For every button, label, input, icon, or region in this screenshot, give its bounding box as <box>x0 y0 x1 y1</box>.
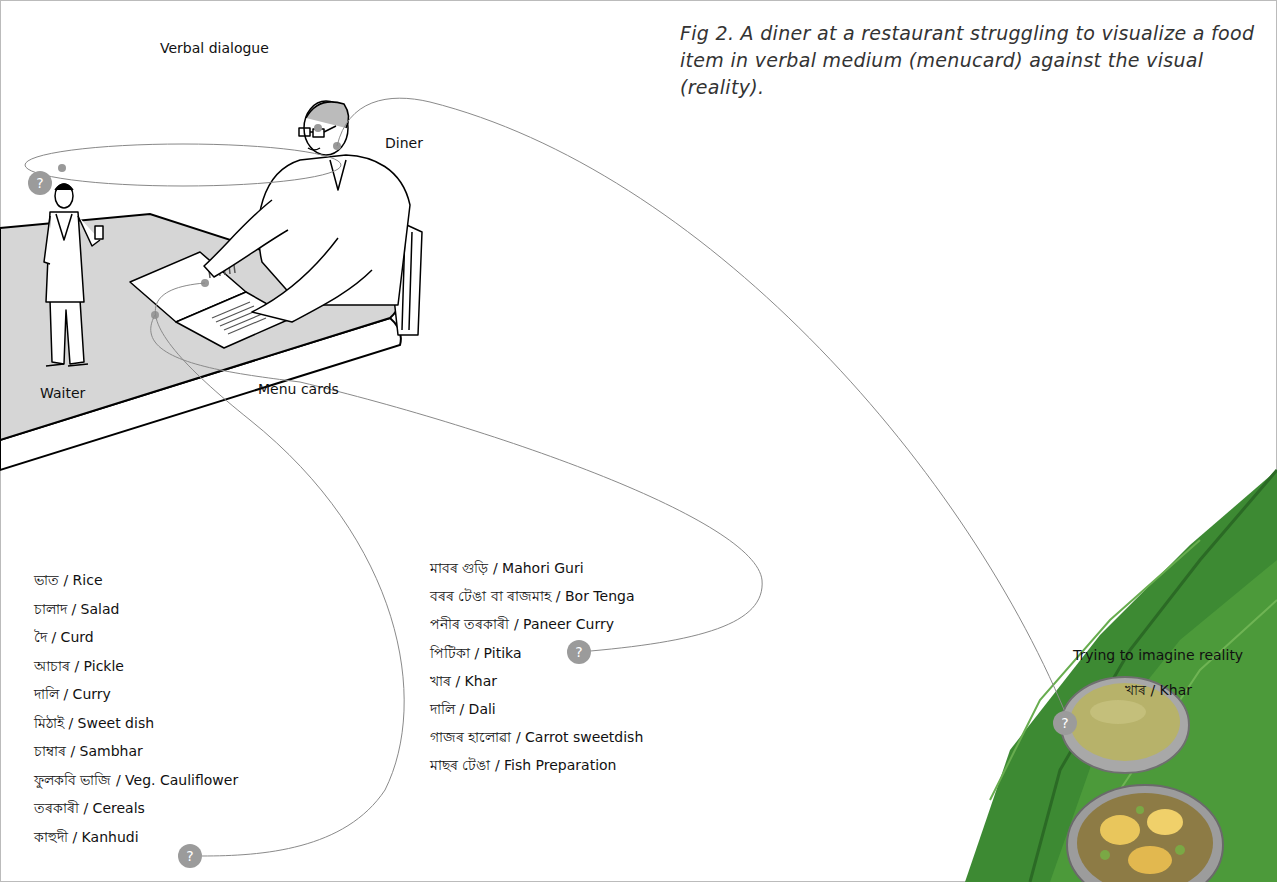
annotation-label: Waiter <box>40 383 85 403</box>
menu-item: মাছৰ টেঙা / Fish Preparation <box>430 755 616 775</box>
leader-lines <box>151 98 1065 856</box>
marker-circle-shape <box>178 844 202 868</box>
marker-text: ? <box>28 171 52 195</box>
menu-item: ভাত / Rice <box>34 570 103 590</box>
menu-item: গাজৰ হালোৱা / Carrot sweetdish <box>430 727 643 747</box>
marker-circle-shape <box>567 640 591 664</box>
menu-item: পিটিকা / Pitika <box>430 643 521 663</box>
question-marker: ? <box>178 844 202 868</box>
menu-item: চাম্বাৰ / Sambhar <box>34 741 143 761</box>
marker-text: ? <box>1053 711 1077 735</box>
food-photo <box>965 470 1277 882</box>
marker-circle-shape <box>1053 711 1077 735</box>
menu-item: ফুলকবি ভাজি / Veg. Cauliflower <box>34 770 238 790</box>
menu-item: মিঠাই / Sweet dish <box>34 713 154 733</box>
menu-item: আচাৰ / Pickle <box>34 656 124 676</box>
menu-item: মাবৰ গুড়ি / Mahori Guri <box>430 558 584 578</box>
menu-item: তৰকাৰী / Cereals <box>34 798 145 818</box>
menu-item: দালি / Curry <box>34 684 111 704</box>
menu-item: খাৰ / Khar <box>1125 680 1192 700</box>
marker-text: ? <box>178 844 202 868</box>
question-marker: ? <box>1053 711 1077 735</box>
menu-item: দৈ / Curd <box>34 627 94 647</box>
menu-item: দালি / Dali <box>430 699 496 719</box>
annotation-label: Trying to imagine reality <box>1073 645 1243 665</box>
annotation-label: Diner <box>385 133 423 153</box>
menu-item: কাহুদী / Kanhudi <box>34 827 139 847</box>
question-marker: ? <box>567 640 591 664</box>
dialogue-loop <box>25 124 341 319</box>
marker-text: ? <box>567 640 591 664</box>
menu-item: বৰৰ টেঙা বা ৰাজমাহ / Bor Tenga <box>430 586 634 606</box>
waiter-figure <box>44 184 103 366</box>
marker-circle-shape <box>28 171 52 195</box>
annotation-label: Verbal dialogue <box>160 38 269 58</box>
menu-item: চালাদ / Salad <box>34 599 119 619</box>
diner-figure <box>204 101 422 335</box>
menu-item: পনীৰ তৰকাৰী / Paneer Curry <box>430 614 614 634</box>
question-marker: ? <box>28 171 52 195</box>
annotation-label: Menu cards <box>258 379 339 399</box>
menu-item: খাৰ / Khar <box>430 671 497 691</box>
figure-caption: Fig 2. A diner at a restaurant strugglin… <box>680 20 1270 101</box>
